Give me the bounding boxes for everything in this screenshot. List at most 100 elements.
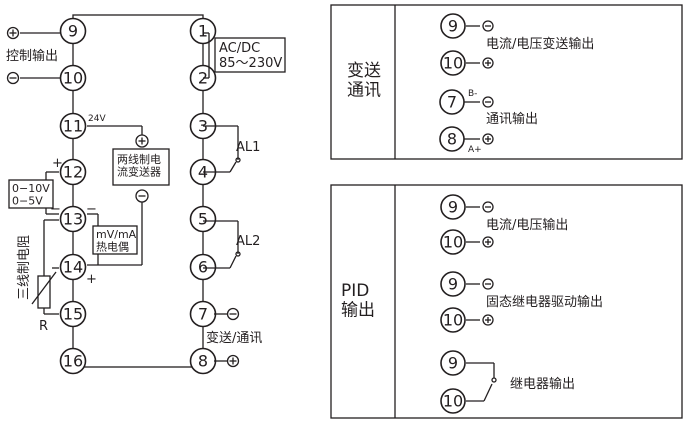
terminal-15: 15: [59, 300, 87, 328]
svg-text:10: 10: [63, 69, 83, 88]
svg-text:13: 13: [63, 210, 83, 229]
control-output-label: 控制输出: [6, 48, 58, 64]
rtd-input: 三线制电阻 R: [17, 219, 59, 334]
plus-symbol-icon: [482, 57, 494, 69]
minus-symbol-icon: [482, 201, 494, 213]
svg-text:10: 10: [443, 233, 463, 252]
plus-symbol-icon: [226, 354, 240, 368]
two-wire-transmitter: 24V 两线制电流变送器: [87, 114, 170, 266]
pid-terminal-9: 9: [440, 194, 466, 220]
svg-text:1: 1: [198, 22, 208, 41]
svg-text:5: 5: [198, 210, 208, 229]
al2-label: AL2: [236, 234, 260, 249]
minus-symbol-icon: [482, 96, 494, 108]
b-minus-label: B-: [468, 89, 477, 99]
box-terminal-9: 9: [440, 13, 466, 39]
transmit-comm-wiring: 变送/通讯: [206, 307, 262, 368]
rtd-label: 三线制电阻: [17, 235, 32, 300]
transmit-comm-title: 变送通讯: [347, 61, 381, 101]
terminal-6: 6: [189, 253, 217, 281]
svg-text:+: +: [86, 272, 97, 287]
svg-text:9: 9: [448, 354, 458, 373]
left-terminal-column: 9 10 11 12 13 14 15 16: [59, 17, 87, 375]
box-terminal-8: 8: [439, 126, 465, 152]
minus-symbol-icon: [6, 71, 20, 85]
terminal-8: 8: [189, 347, 217, 375]
terminal-1: 1: [189, 17, 217, 45]
minus-symbol-icon: [135, 189, 149, 203]
plus-symbol-icon: [482, 236, 494, 248]
relay-output-label: 继电器输出: [510, 376, 575, 392]
comm-output-label: 通讯输出: [486, 111, 538, 127]
terminal-10: 10: [59, 64, 87, 92]
plus-symbol-icon: [135, 134, 149, 148]
pid-terminal-10: 10: [440, 388, 466, 414]
svg-text:12: 12: [63, 163, 83, 182]
svg-text:10: 10: [443, 392, 463, 411]
terminal-block: [72, 14, 204, 368]
ssr-output-label: 固态继电器驱动输出: [486, 294, 603, 310]
terminal-12: 12: [59, 158, 87, 186]
minus-symbol-icon: [482, 278, 494, 290]
terminal-5: 5: [189, 205, 217, 233]
al1-relay: AL1: [203, 125, 260, 173]
pid-terminal-10: 10: [440, 229, 466, 255]
svg-text:9: 9: [448, 198, 458, 217]
pid-terminal-9: 9: [440, 350, 466, 376]
terminal-14: 14: [59, 253, 87, 281]
svg-text:15: 15: [63, 305, 83, 324]
pid-terminal-10: 10: [440, 307, 466, 333]
al2-relay: AL2: [203, 220, 260, 269]
svg-text:8: 8: [447, 130, 457, 149]
terminal-11: 11: [59, 112, 87, 140]
svg-text:6: 6: [198, 258, 208, 277]
al1-label: AL1: [236, 140, 260, 155]
r-label: R: [39, 319, 48, 334]
pid-terminals: 9 10 9 10 9 10: [440, 194, 466, 414]
pid-terminal-9: 9: [440, 271, 466, 297]
current-voltage-output-label: 电流/电压输出: [486, 217, 568, 233]
a-plus-label: A+: [468, 145, 482, 155]
box-terminal-10: 10: [440, 50, 466, 76]
svg-text:11: 11: [63, 117, 83, 136]
current-voltage-transmit-label: 电流/电压变送输出: [486, 36, 594, 52]
terminal-16: 16: [59, 347, 87, 375]
transmit-comm-box: 变送通讯 9 10 7 8 电流/电压变送输出 B- A+ 通讯输出: [330, 4, 683, 160]
minus-symbol-icon: [482, 20, 494, 32]
transmitter-label: 两线制电流变送器: [117, 152, 161, 179]
transmit-comm-terminals: 9 10 7 8: [439, 13, 466, 152]
plus-symbol-icon: [482, 314, 494, 326]
plus-symbol-icon: [6, 26, 20, 40]
svg-text:16: 16: [63, 352, 83, 371]
svg-text:9: 9: [448, 275, 458, 294]
svg-text:10: 10: [443, 54, 463, 73]
terminal-9: 9: [59, 17, 87, 45]
plus-symbol-icon: [482, 133, 494, 145]
svg-text:7: 7: [447, 93, 457, 112]
box-terminal-7: 7: [439, 89, 465, 115]
terminal-7: 7: [189, 300, 217, 328]
svg-text:9: 9: [68, 22, 78, 41]
24v-label: 24V: [88, 114, 106, 124]
minus-symbol-icon: [226, 307, 240, 321]
svg-text:8: 8: [198, 352, 208, 371]
svg-text:+: +: [52, 156, 63, 171]
control-output-wiring: 控制输出: [6, 26, 60, 85]
svg-text:10: 10: [443, 311, 463, 330]
svg-text:−: −: [50, 202, 61, 217]
svg-text:−: −: [86, 202, 97, 217]
svg-text:9: 9: [448, 17, 458, 36]
transmit-comm-label: 变送/通讯: [206, 330, 262, 346]
svg-text:7: 7: [198, 305, 208, 324]
terminal-13: 13: [59, 205, 87, 233]
svg-text:14: 14: [63, 258, 83, 277]
